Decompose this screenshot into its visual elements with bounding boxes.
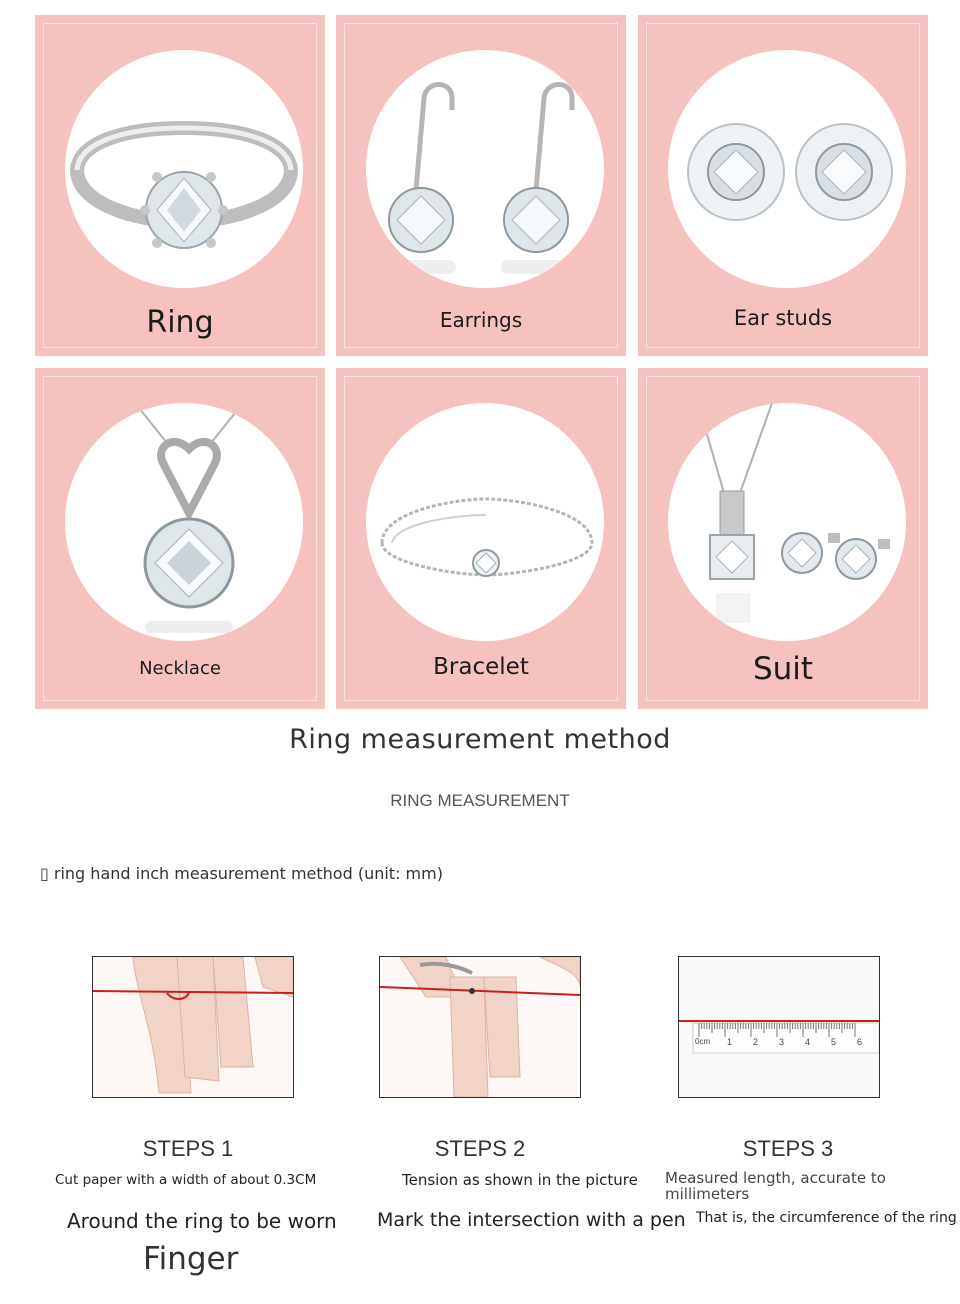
ruler-label: 2 [753, 1037, 759, 1047]
category-label: Suit [752, 651, 814, 687]
ruler-labels: 0cm 1 2 3 4 5 6 [693, 1037, 879, 1051]
step-1-text: Cut paper with a width of about 0.3CM [55, 1172, 317, 1188]
ruler-label: 4 [805, 1037, 811, 1047]
tile-border [43, 376, 317, 701]
step-2-text: Tension as shown in the picture [402, 1171, 638, 1189]
step-1-text: Finger [143, 1241, 239, 1277]
necklace-image [65, 403, 303, 641]
tile-border [43, 23, 317, 348]
tile-border [646, 376, 920, 701]
method-description: ▯ ring hand inch measurement method (uni… [40, 864, 443, 883]
step-1-title: STEPS 1 [142, 1136, 234, 1161]
category-label: Earrings [439, 308, 523, 332]
measurement-title: Ring measurement method [289, 724, 671, 755]
step-3-text: That is, the circumference of the ring [696, 1210, 957, 1226]
step-3-photo: 0cm 1 2 3 4 5 6 [678, 956, 880, 1098]
ruler-label: 0cm [695, 1037, 711, 1046]
ear-studs-image [668, 50, 906, 288]
category-tile-earrings[interactable]: Earrings [336, 15, 626, 356]
step-1-photo [92, 956, 294, 1098]
step-2-text: Mark the intersection with a pen [377, 1209, 686, 1231]
tile-border [646, 23, 920, 348]
step-3-text: Measured length, accurate to millimeters [665, 1169, 886, 1203]
ruler-label: 6 [857, 1037, 863, 1047]
category-tile-ring[interactable]: Ring [35, 15, 325, 356]
ruler-label: 5 [831, 1037, 837, 1047]
category-tile-bracelet[interactable]: Bracelet [336, 368, 626, 709]
category-label: Ear studs [733, 306, 833, 330]
ruler-label: 3 [779, 1037, 785, 1047]
tile-border [344, 23, 618, 348]
earrings-image [366, 50, 604, 288]
suit-image [668, 403, 906, 641]
category-tile-necklace[interactable]: Necklace [35, 368, 325, 709]
step-1-text: Around the ring to be worn [67, 1209, 337, 1233]
category-label: Necklace [139, 658, 221, 679]
category-tile-suit[interactable]: Suit [638, 368, 928, 709]
ruler-label: 1 [727, 1037, 733, 1047]
step-2-photo [379, 956, 581, 1098]
step-3-title: STEPS 3 [742, 1136, 834, 1161]
category-label: Bracelet [433, 654, 529, 680]
tile-border [344, 376, 618, 701]
category-label: Ring [146, 305, 214, 340]
ring-image [65, 50, 303, 288]
step-2-title: STEPS 2 [434, 1136, 526, 1161]
category-tile-ear-studs[interactable]: Ear studs [638, 15, 928, 356]
bracelet-image [366, 403, 604, 641]
measurement-subtitle: RING MEASUREMENT [390, 791, 570, 810]
